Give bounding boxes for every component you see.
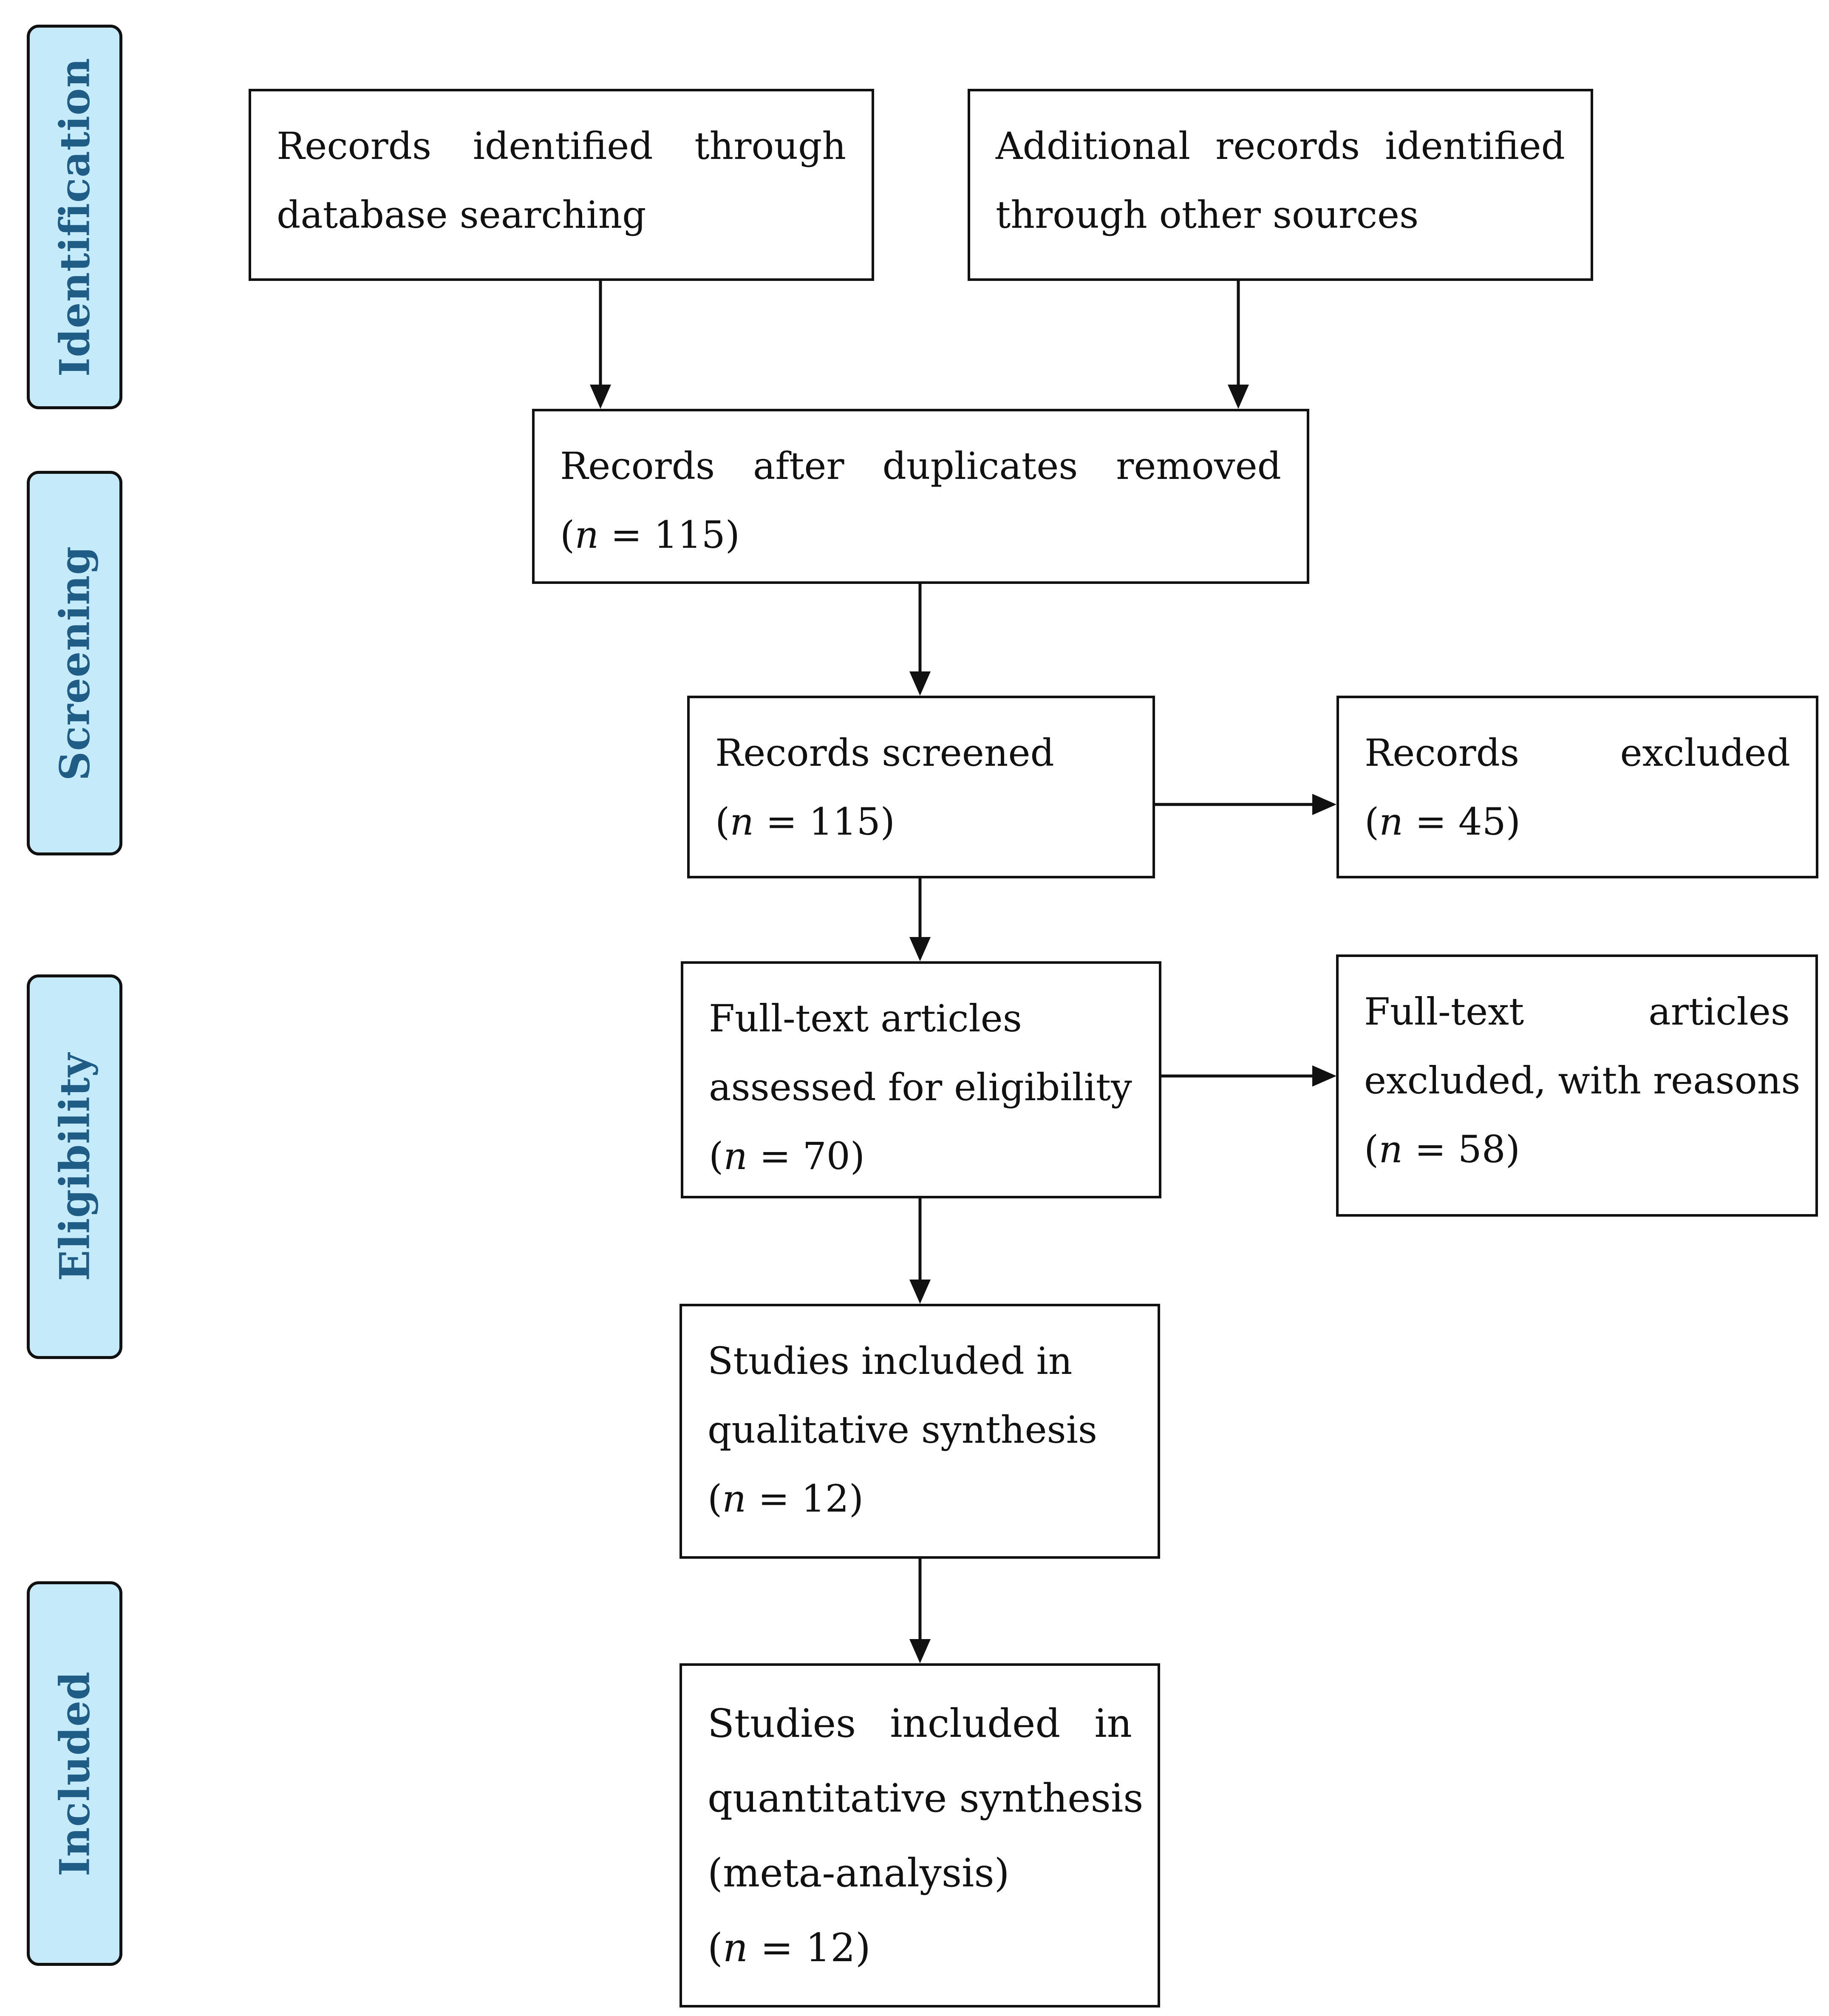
phase-eligibility: Eligibility xyxy=(27,974,122,1359)
phase-identification: Identification xyxy=(27,25,122,409)
box-fulltext-excluded: Full-text articles excluded, with reason… xyxy=(1336,954,1818,1217)
box-other-sources-line2: through other sources xyxy=(996,193,1419,237)
box-qualitative-line1: Studies included in xyxy=(708,1339,1073,1383)
box-records-excluded: Records excluded (n = 45) xyxy=(1336,696,1818,878)
arrowhead-db-to-duplicates xyxy=(590,385,611,409)
box-duplicates-removed-line1: Records after duplicates removed xyxy=(560,444,1281,488)
box-database-search-line2: database searching xyxy=(277,193,646,237)
box-records-screened-count: (n = 115) xyxy=(715,800,895,844)
arrowhead-fulltext-to-excluded xyxy=(1312,1065,1336,1087)
box-quantitative-synthesis: Studies included in quantitative synthes… xyxy=(680,1663,1160,2008)
box-fulltext-assessed-line2: assessed for eligibility xyxy=(709,1065,1132,1109)
box-database-search: Records identified through database sear… xyxy=(249,89,874,281)
box-duplicates-removed: Records after duplicates removed (n = 11… xyxy=(532,409,1309,584)
box-fulltext-excluded-line2: excluded, with reasons xyxy=(1364,1059,1801,1102)
arrowhead-qualitative-to-quantitative xyxy=(909,1639,931,1663)
box-database-search-line1: Records identified through xyxy=(277,124,846,168)
phase-screening: Screening xyxy=(27,471,122,855)
box-records-screened: Records screened (n = 115) xyxy=(687,696,1155,878)
phase-included: Included xyxy=(27,1581,122,1966)
arrowhead-duplicates-to-screened xyxy=(909,671,931,696)
box-qualitative-line2: qualitative synthesis xyxy=(708,1408,1097,1452)
box-quantitative-count: (n = 12) xyxy=(708,1925,871,1971)
box-fulltext-assessed-count: (n = 70) xyxy=(709,1134,865,1178)
box-other-sources-line1: Additional records identified xyxy=(996,124,1565,168)
arrowhead-screened-to-fulltext xyxy=(909,937,931,961)
box-records-screened-line1: Records screened xyxy=(715,731,1054,775)
box-quantitative-line2: quantitative synthesis xyxy=(708,1775,1144,1821)
box-duplicates-removed-count: (n = 115) xyxy=(560,513,740,557)
arrowhead-fulltext-to-qualitative xyxy=(909,1280,931,1304)
box-fulltext-assessed-line1: Full-text articles xyxy=(709,997,1022,1040)
arrowhead-screened-to-excluded xyxy=(1312,794,1336,815)
arrowhead-other-to-duplicates xyxy=(1228,385,1249,409)
box-qualitative-count: (n = 12) xyxy=(708,1477,864,1520)
box-fulltext-assessed: Full-text articles assessed for eligibil… xyxy=(681,961,1161,1198)
box-fulltext-excluded-count: (n = 58) xyxy=(1364,1127,1520,1171)
box-other-sources: Additional records identified through ot… xyxy=(968,89,1593,281)
box-records-excluded-count: (n = 45) xyxy=(1365,800,1521,844)
box-records-excluded-line1: Records excluded xyxy=(1365,731,1790,775)
box-quantitative-line3: (meta-analysis) xyxy=(708,1850,1010,1896)
box-qualitative-synthesis: Studies included in qualitative synthesi… xyxy=(680,1304,1160,1559)
box-quantitative-line1: Studies included in xyxy=(708,1701,1132,1746)
box-fulltext-excluded-line1: Full-text articles xyxy=(1364,990,1790,1033)
